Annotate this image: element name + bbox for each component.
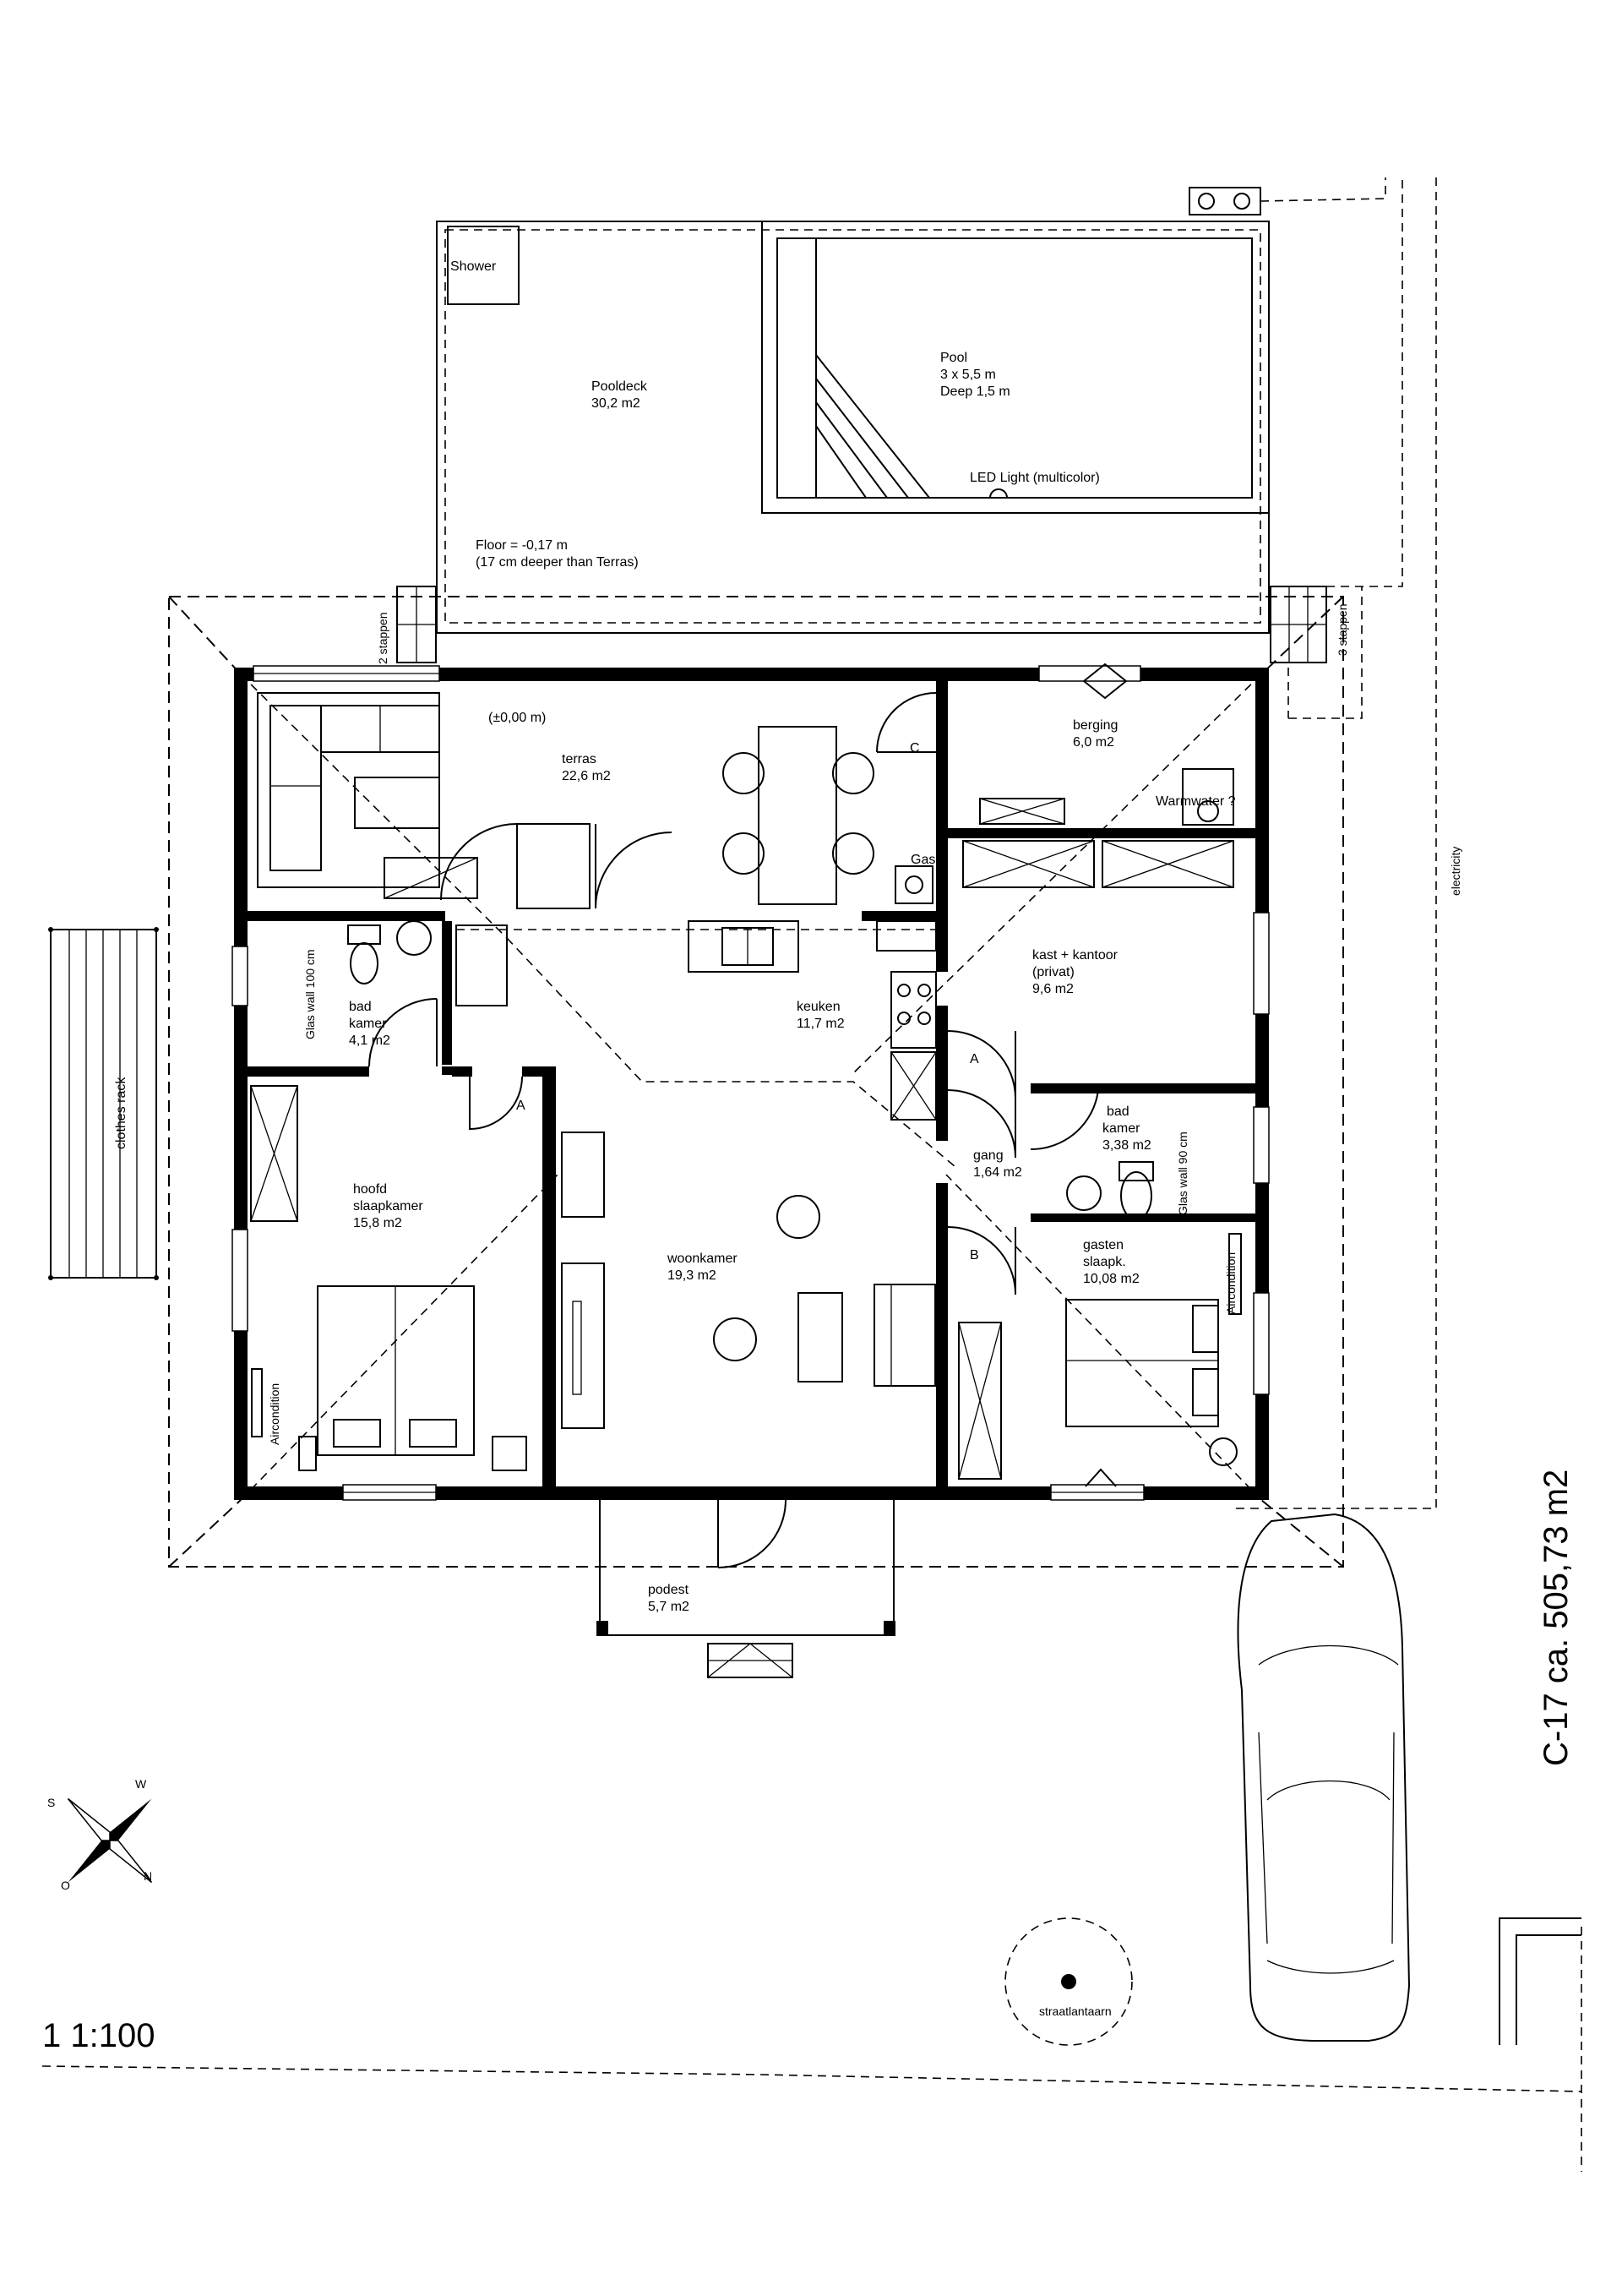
stairs-left — [396, 586, 437, 663]
label-stairs-right: 3 stappen — [1336, 604, 1349, 657]
label-hoofd-2: slaapkamer — [353, 1199, 423, 1213]
label-gasten: gasten — [1083, 1238, 1124, 1252]
label-woonkamer: woonkamer — [667, 1252, 738, 1266]
bad1-fixtures — [347, 920, 438, 1067]
label-gasten-area: 10,08 m2 — [1083, 1272, 1140, 1286]
scale-label: 1 1:100 — [42, 2017, 155, 2054]
label-pool-light: LED Light (multicolor) — [970, 471, 1100, 485]
label-pool-depth: Deep 1,5 m — [940, 384, 1010, 399]
label-kantoor-sub: (privat) — [1032, 965, 1075, 979]
plot-boundary — [41, 1917, 1582, 2172]
label-street-lamp: straatlantaarn — [1039, 2004, 1112, 2018]
label-door-a1: A — [516, 1099, 525, 1113]
label-keuken: keuken — [797, 1000, 841, 1014]
car-icon — [1237, 1513, 1411, 2042]
label-kantoor-area: 9,6 m2 — [1032, 982, 1074, 996]
label-bad1: bad — [349, 1000, 372, 1014]
label-bad1-area: 4,1 m2 — [349, 1033, 390, 1048]
label-terras-area: 22,6 m2 — [562, 769, 611, 783]
label-berging-area: 6,0 m2 — [1073, 735, 1114, 750]
labels: Shower Pooldeck 30,2 m2 Pool 3 x 5,5 m D… — [42, 259, 1575, 2054]
woonkamer-fixtures — [561, 1132, 936, 1568]
roof-outline — [168, 596, 1344, 1568]
label-aircon-2: Aircondition — [1224, 1252, 1238, 1314]
label-woonkamer-area: 19,3 m2 — [667, 1268, 716, 1283]
label-bad2-area: 3,38 m2 — [1102, 1138, 1151, 1153]
label-shower: Shower — [450, 259, 497, 274]
berging-fixtures — [979, 663, 1234, 826]
label-keuken-area: 11,7 m2 — [797, 1017, 845, 1031]
label-terras-level: (±0,00 m) — [488, 711, 546, 725]
label-electricity: electricity — [1449, 847, 1462, 896]
label-floor-level: Floor = -0,17 m — [476, 538, 568, 553]
label-door-a2: A — [970, 1052, 979, 1066]
label-terras: terras — [562, 752, 596, 766]
podest — [596, 1500, 895, 1678]
label-bad2-2: kamer — [1102, 1121, 1140, 1136]
label-kantoor: kast + kantoor — [1032, 948, 1119, 963]
label-floor-note: (17 cm deeper than Terras) — [476, 555, 639, 570]
label-door-b: B — [970, 1248, 979, 1263]
label-gang: gang — [973, 1148, 1004, 1163]
windows — [231, 665, 1270, 1501]
clothes-rack — [48, 927, 159, 1280]
compass-s: S — [47, 1796, 55, 1809]
label-podest-area: 5,7 m2 — [648, 1600, 689, 1614]
electricity-line — [1235, 177, 1437, 1509]
stairs-right — [1270, 586, 1327, 663]
compass-n: N — [144, 1869, 152, 1883]
label-glas1: Glas wall 100 cm — [303, 949, 317, 1039]
label-gas: Gas — [911, 853, 935, 867]
label-door-c: C — [910, 741, 920, 755]
compass-o: O — [61, 1879, 70, 1892]
hoofd-fixtures — [250, 1076, 527, 1471]
label-podest: podest — [648, 1583, 689, 1597]
label-bad1-2: kamer — [349, 1017, 387, 1031]
label-pooldeck: Pooldeck — [591, 379, 648, 394]
plot-label: C-17 ca. 505,73 m2 — [1538, 1470, 1575, 1766]
label-pooldeck-area: 30,2 m2 — [591, 396, 640, 411]
compass-w: W — [135, 1777, 147, 1791]
kantoor-fixtures — [947, 840, 1234, 1099]
label-stairs-left: 2 stappen — [376, 613, 389, 665]
gasten-fixtures — [958, 1233, 1242, 1487]
pool-equipment — [1189, 177, 1386, 215]
terras-furniture — [257, 692, 937, 909]
street-lamp-icon — [1004, 1917, 1133, 2046]
gang-bad2-fixtures — [947, 1089, 1154, 1295]
label-warmwater: Warmwater ? — [1156, 794, 1236, 809]
label-pool: Pool — [940, 351, 967, 365]
label-clothes-rack: clothes rack — [114, 1077, 128, 1149]
keuken-fixtures — [455, 920, 937, 1121]
label-hoofd: hoofd — [353, 1182, 387, 1197]
label-gasten-2: slaapk. — [1083, 1255, 1126, 1269]
label-bad2: bad — [1107, 1104, 1129, 1119]
pool — [761, 221, 1270, 514]
label-hoofd-area: 15,8 m2 — [353, 1216, 402, 1230]
label-glas2: Glas wall 90 cm — [1176, 1132, 1189, 1215]
label-gang-area: 1,64 m2 — [973, 1165, 1022, 1180]
label-aircon-1: Aircondition — [268, 1383, 281, 1445]
label-berging: berging — [1073, 718, 1118, 733]
label-pool-size: 3 x 5,5 m — [940, 368, 996, 382]
compass-icon — [67, 1797, 153, 1884]
